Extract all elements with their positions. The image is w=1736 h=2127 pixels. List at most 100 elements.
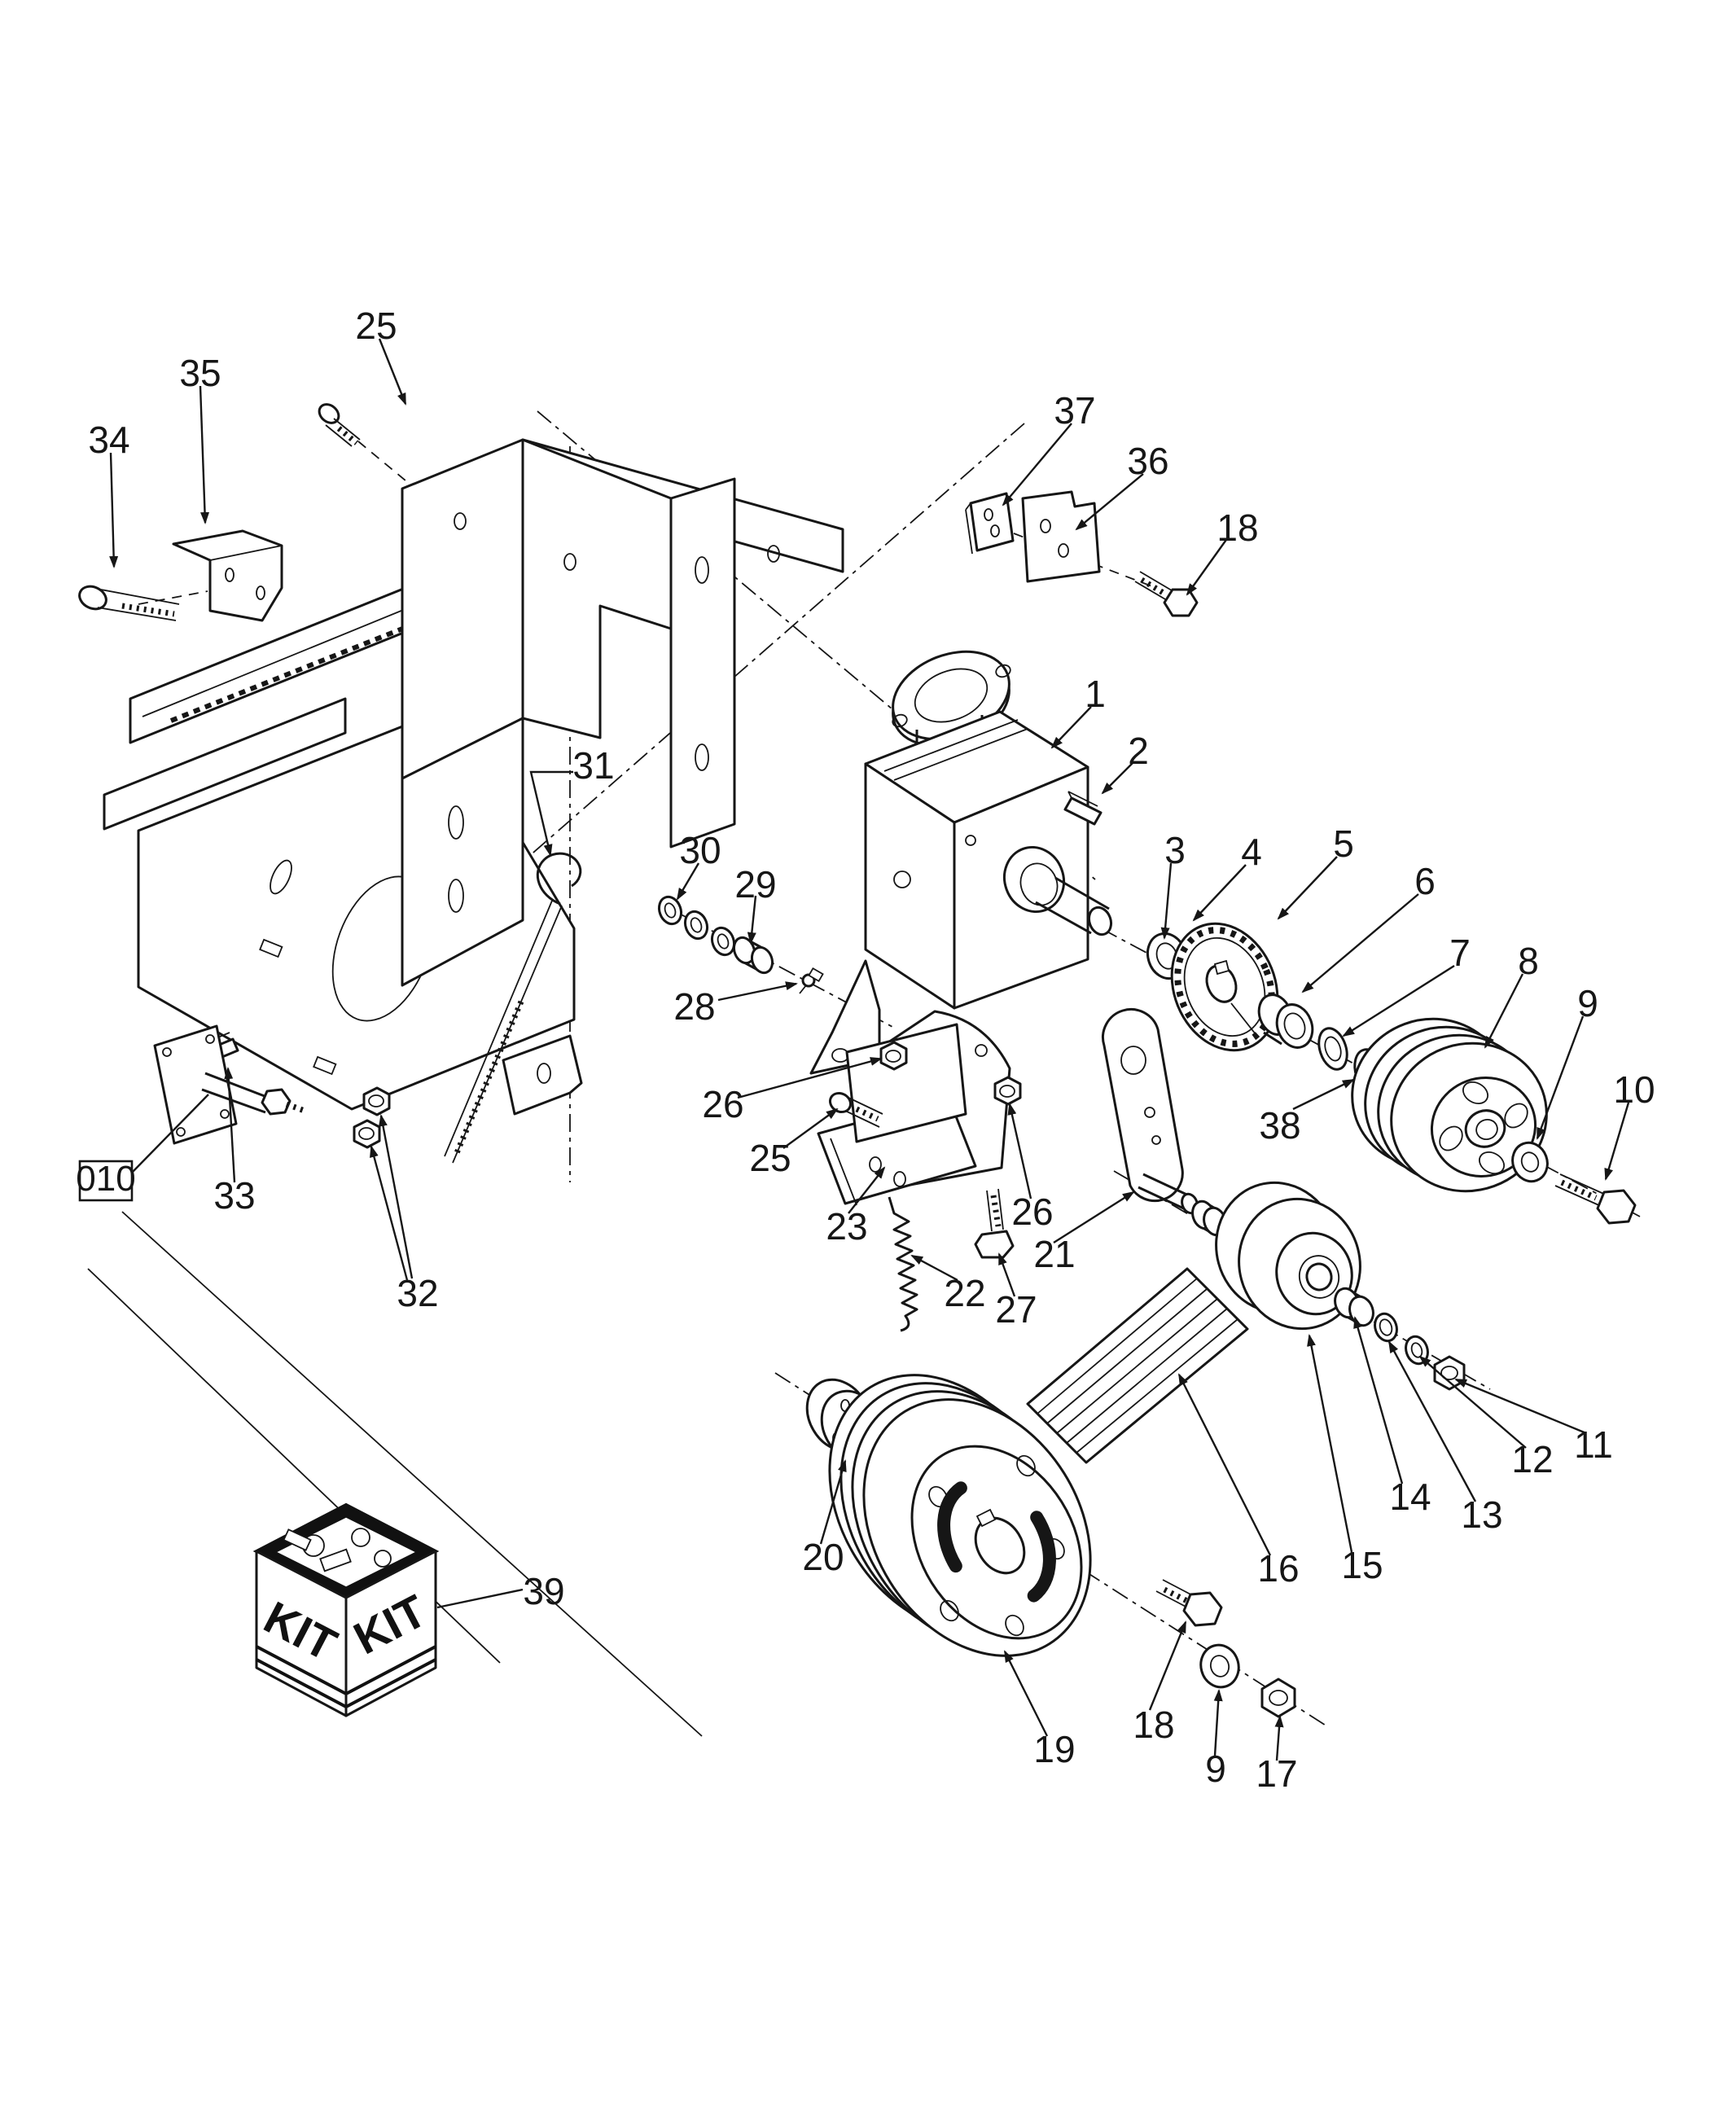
leader-26-left (737, 1057, 883, 1099)
callout-3: 3 (1164, 829, 1186, 871)
callout-33: 33 (213, 1174, 255, 1217)
leader-5 (1277, 856, 1338, 920)
clamp-bracket-35 (172, 529, 283, 622)
callout-18-top: 18 (1217, 507, 1258, 549)
callout-11: 11 (1574, 1423, 1613, 1466)
leader-32 (379, 1114, 414, 1279)
leader-20 (819, 1459, 847, 1545)
leader-33 (224, 1067, 236, 1183)
pivot-washers (657, 895, 824, 994)
callout-26-right: 26 (1011, 1191, 1053, 1233)
callout-22: 22 (944, 1272, 985, 1314)
leader-13 (1387, 1340, 1477, 1502)
callout-34: 34 (88, 419, 129, 461)
bushing-13 (1374, 1312, 1398, 1343)
nut-26-left (879, 1041, 908, 1071)
leader-12 (1418, 1355, 1527, 1449)
idler-arm-21 (1102, 1008, 1227, 1237)
bolt-18-bottom (1155, 1579, 1223, 1627)
washer-9-bottom (1199, 1643, 1240, 1689)
idler-pulley-15 (1215, 1181, 1361, 1331)
callout-5: 5 (1333, 822, 1354, 865)
bolt-25-mid (828, 1091, 883, 1128)
nuts-32 (353, 1086, 391, 1149)
leader-9-bottom (1213, 1689, 1223, 1756)
callout-2: 2 (1128, 730, 1149, 772)
leader-18-bottom (1148, 1620, 1187, 1711)
leader-29 (747, 895, 757, 945)
callout-31: 31 (572, 744, 614, 787)
callout-10: 10 (1613, 1068, 1655, 1111)
ref-010-label: 010 (76, 1159, 135, 1199)
leader-1 (1050, 706, 1092, 749)
leader-32-1 (370, 1145, 409, 1281)
callout-4: 4 (1241, 831, 1262, 873)
leader-8 (1484, 973, 1524, 1049)
kit-box: KIT KIT (252, 1502, 440, 1717)
washer-9-top (1511, 1141, 1549, 1183)
callout-38: 38 (1259, 1104, 1300, 1147)
callout-21: 21 (1033, 1233, 1075, 1275)
leader-10 (1604, 1102, 1630, 1181)
leader-16 (1177, 1373, 1272, 1556)
leader-21 (1053, 1191, 1135, 1244)
callout-39: 39 (523, 1570, 564, 1612)
callout-26-left: 26 (702, 1083, 743, 1125)
belt-guide-bracket-23 (817, 1023, 977, 1206)
leader-11 (1454, 1378, 1587, 1435)
gearbox (809, 650, 1113, 1075)
leader-15 (1307, 1334, 1353, 1553)
nut-26-right (993, 1076, 1022, 1106)
callout-1: 1 (1085, 673, 1106, 715)
leader-25-top (378, 338, 407, 406)
ref-010-box: 010 (76, 1094, 209, 1202)
leader-7 (1342, 964, 1455, 1037)
callout-9-top: 9 (1577, 982, 1598, 1024)
callout-19: 19 (1033, 1728, 1075, 1770)
leader-4 (1192, 864, 1247, 922)
callout-25-top: 25 (355, 305, 397, 347)
washer-7 (1317, 1027, 1348, 1071)
callout-6: 6 (1414, 860, 1436, 902)
callout-27: 27 (995, 1288, 1037, 1331)
leader-18-top (1186, 537, 1229, 596)
drive-sprocket-5 (1170, 922, 1279, 1052)
tension-spring-22 (888, 1196, 918, 1332)
callout-13: 13 (1461, 1493, 1502, 1536)
leader-9-top (1536, 1015, 1585, 1140)
leader-3 (1160, 862, 1173, 940)
drive-pulley-19 (828, 1374, 1092, 1657)
callout-9-bottom: 9 (1205, 1748, 1226, 1790)
kit-box-parts (283, 1528, 392, 1572)
leader-2 (1101, 761, 1134, 795)
callout-25-mid: 25 (749, 1137, 791, 1179)
callout-32: 32 (397, 1272, 438, 1314)
callout-37: 37 (1054, 389, 1095, 432)
drive-belt-16 (1026, 1267, 1249, 1464)
leader-6 (1301, 893, 1419, 993)
callout-7: 7 (1449, 932, 1471, 974)
callout-28: 28 (673, 985, 715, 1028)
plate-36 (1021, 490, 1101, 583)
callout-12: 12 (1511, 1438, 1553, 1480)
bolt-27 (974, 1188, 1015, 1259)
callout-23: 23 (826, 1205, 867, 1248)
triple-groove-pulley-8 (1351, 1017, 1548, 1193)
leader-17 (1274, 1715, 1284, 1761)
leader-30 (676, 862, 700, 901)
callout-8: 8 (1518, 940, 1539, 982)
mounting-frame (87, 438, 844, 1737)
callout-16: 16 (1257, 1547, 1299, 1590)
callout-14: 14 (1389, 1476, 1431, 1518)
callout-20: 20 (802, 1536, 844, 1578)
leader-39 (436, 1588, 524, 1609)
callout-18-bottom: 18 (1133, 1704, 1174, 1746)
callout-35: 35 (179, 352, 221, 394)
nut-17 (1260, 1677, 1296, 1718)
leader-31 (529, 770, 573, 857)
leader-14 (1353, 1316, 1404, 1485)
leader-28 (717, 981, 798, 1002)
